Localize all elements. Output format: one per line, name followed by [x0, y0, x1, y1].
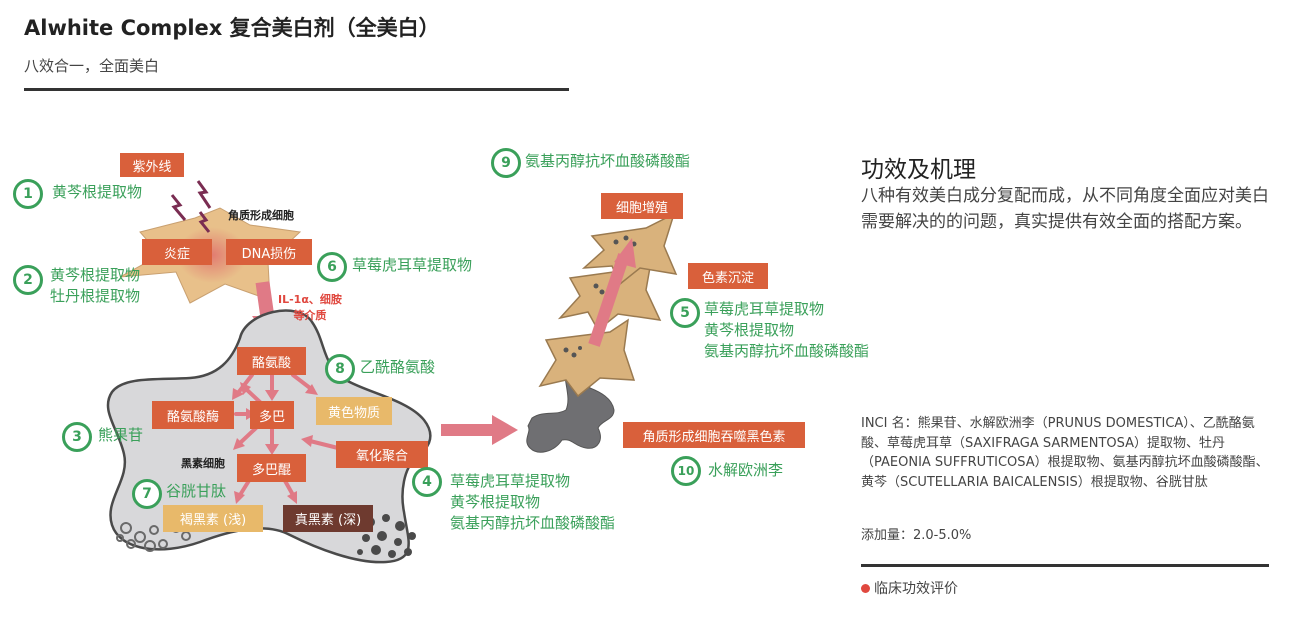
clinical-evaluation-link[interactable]: 临床功效评价 [861, 578, 958, 598]
marker-9-text: 氨基丙醇抗坏血酸磷酸酯 [525, 152, 691, 170]
dosage-text: 添加量：2.0-5.0% [861, 528, 972, 543]
proliferation-arrow-head [614, 238, 636, 268]
tyrosine-label: 酪氨酸 [237, 347, 306, 375]
mechanism-title: 功效及机理 [861, 157, 976, 183]
eumelanin-label: 真黑素 (深) [283, 505, 373, 532]
bullet-dot-icon [861, 583, 870, 593]
mediator-arrow [255, 281, 275, 319]
uv-bolt-icon [198, 211, 211, 233]
marker-8-badge: 8 [325, 354, 355, 384]
proliferation-label: 细胞增殖 [601, 193, 683, 219]
marker-1-text: 黄芩根提取物 [52, 183, 143, 201]
mechanism-body: 八种有效美白成分复配而成，从不同角度全面应对美白需要解决的的问题，真实提供有效全… [861, 186, 1269, 232]
transfer-arrow [441, 424, 493, 436]
uv-bolt-icon [196, 180, 212, 209]
inflammation-label: 炎症 [142, 239, 212, 265]
proliferation-arrow [588, 253, 630, 347]
keratinocyte-stack-cell [538, 318, 636, 398]
marker-2-badge: 2 [13, 265, 43, 295]
marker-2-text: 黄芩根提取物 牡丹根提取物 [50, 266, 141, 305]
dna-damage-label: DNA损伤 [226, 239, 312, 265]
marker-5-text: 草莓虎耳草提取物 黄芩根提取物 氨基丙醇抗坏血酸磷酸酯 [704, 300, 870, 360]
title-divider [24, 88, 569, 91]
melanocyte-label: 黑素细胞 [181, 457, 225, 470]
uv-bolt-icon [170, 194, 187, 221]
melanin-dots [593, 283, 605, 295]
page-subtitle: 八效合一，全面美白 [24, 57, 160, 75]
oxidation-label: 氧化聚合 [336, 441, 428, 468]
marker-7-badge: 7 [132, 479, 162, 509]
yellow-matter-label: 黄色物质 [316, 397, 392, 425]
marker-4-text: 草莓虎耳草提取物 黄芩根提取物 氨基丙醇抗坏血酸磷酸酯 [450, 472, 616, 532]
pathway-arrows [232, 373, 340, 504]
section-divider [861, 564, 1269, 567]
pheomelanin-label: 褐黑素 (浅) [163, 505, 263, 532]
melanin-dots [613, 235, 637, 247]
inci-text: INCI 名：熊果苷、水解欧洲李（PRUNUS DOMESTICA）、乙酰酪氨酸… [861, 416, 1269, 490]
keratinocyte-label: 角质形成细胞 [228, 209, 294, 222]
marker-4-badge: 4 [412, 467, 442, 497]
uv-label: 紫外线 [120, 153, 184, 177]
marker-9-badge: 9 [491, 148, 521, 178]
page-title: Alwhite Complex 复合美白剂（全美白） [24, 16, 440, 40]
pheomelanin-granules [116, 522, 191, 552]
marker-7-text: 谷胱甘肽 [166, 482, 227, 500]
marker-3-text: 熊果苷 [98, 426, 144, 444]
marker-10-badge: 10 [671, 456, 701, 486]
transfer-arrow-head [492, 415, 518, 445]
tyrosinase-label: 酪氨酸酶 [152, 401, 234, 429]
marker-6-badge: 6 [317, 252, 347, 282]
marker-3-badge: 3 [62, 422, 92, 452]
dopa-label: 多巴 [250, 401, 294, 429]
marker-5-badge: 5 [670, 298, 700, 328]
marker-10-text: 水解欧洲李 [708, 461, 784, 479]
mediators-note: IL-1α、细胺 等介质 [278, 293, 342, 322]
marker-8-text: 乙酰酪氨酸 [360, 358, 436, 376]
marker-1-badge: 1 [13, 179, 43, 209]
clinical-evaluation-label: 临床功效评价 [874, 581, 958, 597]
pigmentation-label: 色素沉淀 [688, 263, 768, 289]
dopaquinone-label: 多巴醌 [237, 454, 306, 482]
phagocytosis-label: 角质形成细胞吞噬黑色素 [623, 422, 805, 448]
marker-6-text: 草莓虎耳草提取物 [352, 256, 473, 274]
melanin-dots [563, 346, 582, 358]
